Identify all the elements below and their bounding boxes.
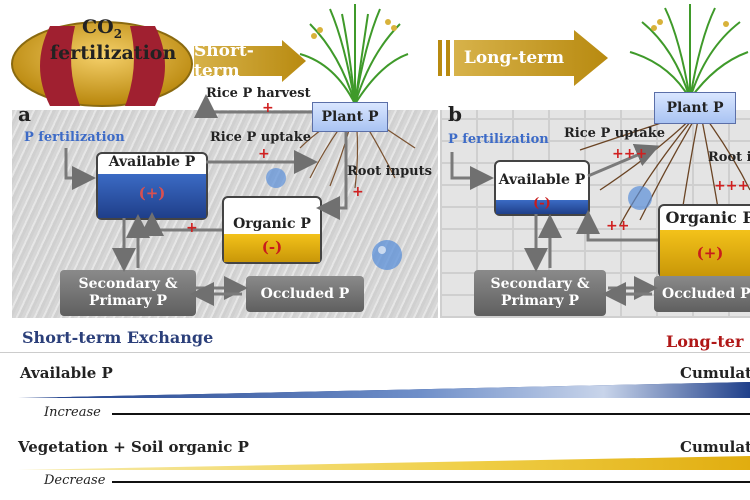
secondary-primary-p-box-a: Secondary & Primary P — [60, 270, 196, 316]
co2-text: CO — [82, 16, 114, 38]
panel-a-letter: a — [18, 102, 31, 126]
decrease-line — [112, 481, 750, 483]
increase-label: Increase — [44, 405, 101, 420]
available-p-fill-b — [496, 200, 588, 214]
available-p-label-b: Available P — [498, 172, 586, 188]
rice-plant-icon-b — [629, 4, 749, 100]
p-fertilization-label-b: P fertilization — [448, 132, 549, 147]
plus-mark-a-1: + — [262, 100, 274, 116]
available-p-label-a: Available P — [108, 154, 196, 170]
cumulative-label-2: Cumulat — [680, 438, 750, 456]
plus-mark-a-3: + — [352, 184, 364, 200]
flow-arrows-a — [64, 94, 348, 306]
organic-p-box-b: Organic P (+) — [658, 204, 750, 278]
available-p-row-label: Available P — [20, 364, 113, 382]
panel-b-letter: b — [448, 102, 462, 126]
secondary-primary-p-box-b: Secondary & Primary P — [474, 270, 606, 316]
flow-arrows-b — [450, 143, 660, 306]
decrease-label: Decrease — [44, 473, 106, 488]
co2-fertilization-dome: CO2 fertilization — [10, 6, 195, 107]
available-p-sign-b: (-) — [533, 196, 551, 211]
cumulative-label-1: Cumulat — [680, 364, 750, 382]
increase-line — [112, 413, 750, 415]
dome-illustration — [11, 21, 193, 107]
plus-mark-b-2: ++ — [606, 218, 630, 234]
organic-p-wedge — [18, 456, 750, 470]
organic-p-sign-a: (-) — [261, 238, 283, 256]
organic-p-fill-a — [224, 234, 320, 262]
plus-mark-b-1: +++ — [612, 146, 648, 162]
short-term-exchange-header: Short-term Exchange — [22, 328, 214, 347]
plant-p-box-a: Plant P — [312, 102, 388, 132]
root-inputs-label-b: Root i — [708, 150, 750, 165]
long-term-header: Long-ter — [666, 332, 744, 351]
rice-p-uptake-label-a: Rice P uptake — [210, 130, 312, 145]
available-p-sign-a: (+) — [138, 184, 166, 202]
available-p-wedge — [18, 382, 750, 398]
vegetation-soil-label: Vegetation + Soil organic P — [18, 438, 249, 456]
plus-mark-a-2: + — [258, 146, 270, 162]
short-term-label: Short-term — [194, 41, 254, 81]
long-term-arrow-shape — [438, 30, 608, 86]
available-p-box-b: Available P (-) — [494, 160, 590, 216]
organic-p-sign-b: (+) — [696, 244, 724, 262]
rice-plant-icon — [299, 4, 409, 105]
organic-p-box-a: Organic P (-) — [222, 196, 322, 264]
plant-p-box-b: Plant P — [654, 92, 736, 124]
co2-subscript: 2 — [113, 26, 123, 41]
long-term-arrow: Long-term — [438, 30, 608, 86]
rice-p-harvest-label: Rice P harvest — [206, 86, 311, 101]
primary-label-b: Primary P — [500, 293, 580, 309]
divider — [0, 352, 750, 353]
rice-p-uptake-label-b: Rice P uptake — [564, 126, 666, 141]
co2-label: CO2 — [82, 16, 122, 41]
short-term-arrow-shape — [194, 40, 306, 82]
microbe-icon-b — [628, 186, 652, 210]
secondary-label-b: Secondary & — [490, 276, 590, 292]
organic-p-fill-b — [660, 230, 750, 276]
plus-mark-a-4: + — [186, 220, 198, 236]
microbe-icon — [266, 168, 286, 188]
occluded-p-box-b: Occluded P — [654, 276, 750, 312]
long-term-label: Long-term — [463, 48, 565, 68]
secondary-label-a: Secondary & — [78, 276, 178, 292]
organic-p-label-a: Organic P — [233, 216, 311, 232]
plus-mark-b-3: +++ — [714, 178, 750, 194]
available-p-fill-a — [98, 174, 206, 218]
microbe-icon — [372, 240, 402, 270]
primary-label-a: Primary P — [88, 293, 168, 309]
p-fertilization-label-a: P fertilization — [24, 130, 125, 145]
root-inputs-label: Root inputs — [347, 164, 432, 179]
available-p-box-a: Available P (+) — [96, 152, 208, 220]
fertilization-label: fertilization — [50, 42, 177, 64]
organic-p-label-b: Organic P — [665, 208, 750, 227]
short-term-arrow: Short-term — [194, 40, 306, 82]
occluded-p-box-a: Occluded P — [246, 276, 364, 312]
